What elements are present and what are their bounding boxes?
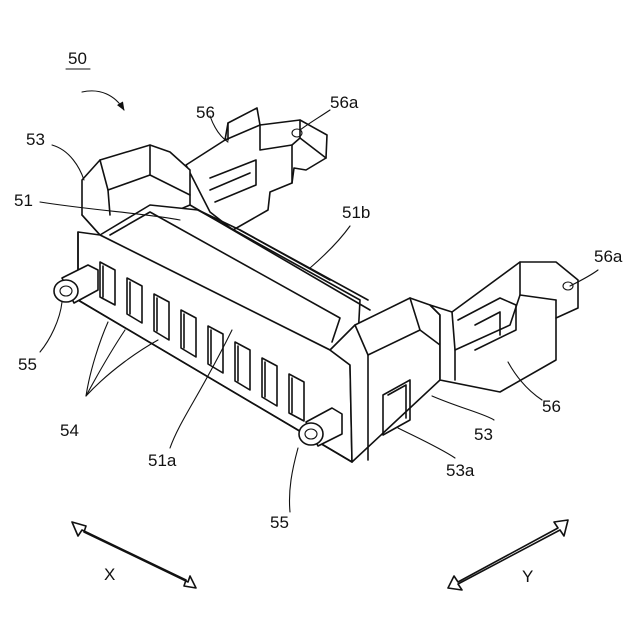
label-56-top: 56 (196, 103, 215, 122)
label-51: 51 (14, 191, 33, 210)
label-53-left: 53 (26, 130, 45, 149)
x-direction-arrow (72, 522, 196, 588)
label-51b: 51b (342, 203, 370, 222)
label-55-right: 55 (270, 513, 289, 532)
right-arm (430, 262, 578, 392)
label-50: 50 (68, 49, 87, 68)
label-53a: 53a (446, 461, 475, 480)
label-55-left: 55 (18, 355, 37, 374)
label-y: Y (522, 567, 533, 586)
label-56-right: 56 (542, 397, 561, 416)
label-x: X (104, 565, 115, 584)
y-direction-arrow (448, 520, 568, 590)
label-51a: 51a (148, 451, 177, 470)
label-53-right: 53 (474, 425, 493, 444)
label-56a-top: 56a (330, 93, 359, 112)
label-54: 54 (60, 421, 79, 440)
label-56a-right: 56a (594, 247, 623, 266)
